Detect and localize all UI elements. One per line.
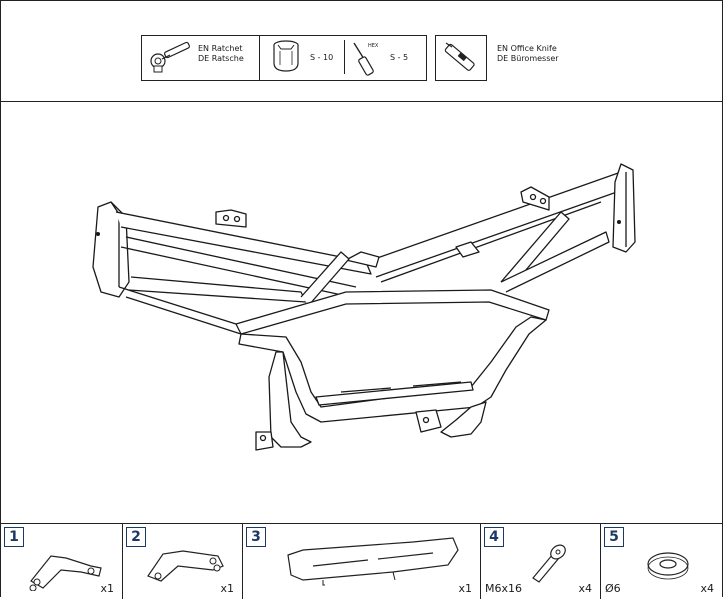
part-4-cell: 4 M6x16 x4 (481, 524, 601, 599)
part-2-cell: 2 x1 (123, 524, 243, 599)
part-number-3: 3 (246, 527, 266, 547)
ratchet-icon (150, 41, 190, 73)
part-number-1: 1 (4, 527, 24, 547)
bracket-1-icon (29, 555, 102, 591)
part-size-4: M6x16 (485, 582, 522, 595)
ratchet-label-en: EN Ratchet (198, 44, 243, 53)
tool-divider (344, 40, 345, 74)
socket-icon (273, 40, 299, 72)
bumper-assembly-illustration (1, 102, 722, 522)
socket-hex-tool-box: S - 10 HEX S - 5 (259, 35, 427, 81)
part-qty-5: x4 (700, 582, 714, 595)
socket-size-label: S - 10 (310, 53, 334, 62)
ratchet-label-de: DE Ratsche (198, 54, 244, 63)
part-qty-3: x1 (458, 582, 472, 595)
knife-label-en: EN Office Knife (497, 44, 557, 53)
part-5-cell: 5 Ø6 x4 (601, 524, 722, 599)
part-number-5: 5 (604, 527, 624, 547)
tools-band: EN Ratchet DE Ratsche S - 10 HEX S - 5 (1, 1, 722, 102)
part-1-cell: 1 x1 (1, 524, 123, 599)
washer-icon (647, 552, 689, 580)
hex-tag-label: HEX (368, 43, 379, 49)
ratchet-tool-box: EN Ratchet DE Ratsche (141, 35, 261, 81)
part-qty-4: x4 (578, 582, 592, 595)
office-knife-icon (444, 42, 475, 71)
part-number-2: 2 (126, 527, 146, 547)
part-qty-2: x1 (220, 582, 234, 595)
knife-tool-box (435, 35, 487, 81)
skid-plate-icon (287, 537, 459, 586)
part-qty-1: x1 (100, 582, 114, 595)
part-3-cell: 3 x1 (243, 524, 481, 599)
part-number-4: 4 (484, 527, 504, 547)
parts-list: 1 x1 2 x1 3 (1, 523, 722, 599)
bolt-icon (532, 544, 566, 583)
knife-label-de: DE Büromesser (497, 54, 559, 63)
hex-size-label: S - 5 (390, 53, 409, 62)
part-size-5: Ø6 (605, 582, 621, 595)
hex-key-icon (353, 42, 374, 76)
bumper-frame-drawing (92, 163, 636, 451)
bracket-2-icon (147, 550, 224, 582)
